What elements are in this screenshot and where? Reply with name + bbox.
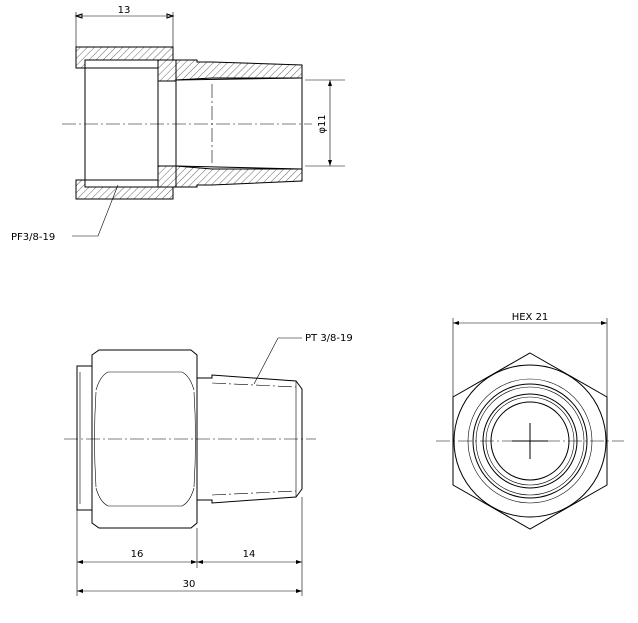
dim-hex-21: HEX 21 bbox=[512, 312, 549, 323]
section-hatch-bottom bbox=[75, 165, 303, 200]
section-hatch-top bbox=[75, 46, 303, 82]
section-view: 13 φ11 PF3/8-19 bbox=[11, 5, 345, 243]
dim-16: 16 bbox=[131, 549, 144, 560]
dim-diameter-11: φ11 bbox=[317, 114, 328, 133]
dim-30: 30 bbox=[183, 579, 196, 590]
bore-right-bottom bbox=[175, 165, 303, 170]
dim-13: 13 bbox=[118, 5, 131, 16]
dim-14: 14 bbox=[243, 549, 256, 560]
end-view: HEX 21 bbox=[436, 312, 624, 530]
callout-pt-thread: PT 3/8-19 bbox=[305, 333, 353, 344]
callout-pf-thread: PF3/8-19 bbox=[11, 232, 55, 243]
groove bbox=[157, 59, 177, 188]
bore-right-top bbox=[175, 77, 303, 81]
side-view: PT 3/8-19 16 14 30 bbox=[64, 333, 353, 596]
